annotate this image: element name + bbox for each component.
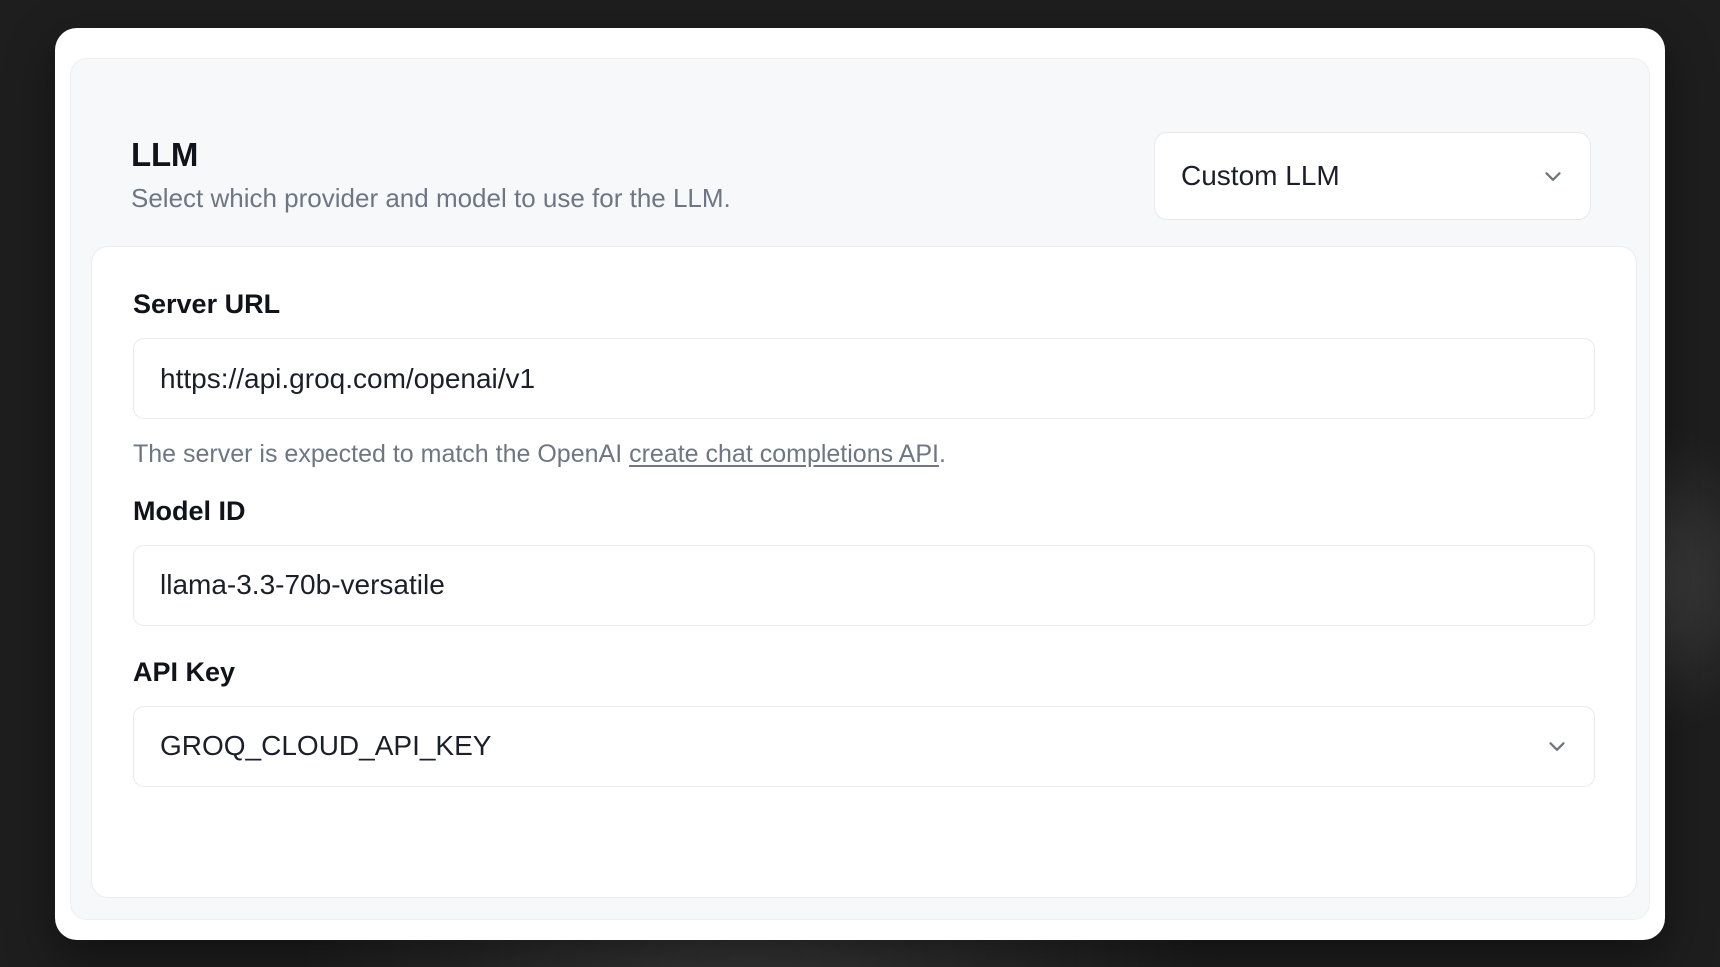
page-title: LLM	[131, 135, 199, 173]
model-id-label: Model ID	[133, 495, 246, 526]
llm-provider-select[interactable]: Custom LLM	[1154, 131, 1591, 220]
server-url-label: Server URL	[133, 289, 281, 319]
api-key-select[interactable]: GROQ_CLOUD_API_KEY	[133, 705, 1595, 787]
field-spacer	[133, 626, 1595, 659]
custom-llm-form: Server URL https://api.groq.com/openai/v…	[91, 246, 1637, 898]
server-url-help-prefix: The server is expected to match the Open…	[133, 440, 630, 468]
llm-header-text: LLM Select which provider and model to u…	[131, 138, 731, 214]
page-description: Select which provider and model to use f…	[131, 182, 731, 213]
model-id-input-value: llama-3.3-70b-versatile	[160, 569, 445, 600]
api-key-select-value: GROQ_CLOUD_API_KEY	[160, 730, 492, 761]
chevron-down-icon	[1544, 733, 1570, 759]
api-key-label: API Key	[133, 656, 236, 687]
chevron-down-icon	[1540, 163, 1566, 189]
model-id-input[interactable]: llama-3.3-70b-versatile	[133, 544, 1595, 626]
llm-settings-card: LLM Select which provider and model to u…	[55, 28, 1665, 940]
server-url-help-text: The server is expected to match the Open…	[133, 438, 1595, 471]
create-chat-completions-api-link[interactable]: create chat completions API	[629, 440, 939, 468]
server-url-input[interactable]: https://api.groq.com/openai/v1	[133, 338, 1595, 419]
server-url-field: Server URL https://api.groq.com/openai/v…	[133, 291, 1595, 471]
llm-panel-header: LLM Select which provider and model to u…	[71, 59, 1649, 246]
server-url-input-value: https://api.groq.com/openai/v1	[160, 362, 536, 394]
server-url-help-suffix: .	[938, 440, 946, 468]
model-id-field: Model ID llama-3.3-70b-versatile	[133, 495, 1595, 626]
llm-settings-panel: LLM Select which provider and model to u…	[70, 58, 1650, 920]
api-key-field: API Key GROQ_CLOUD_API_KEY	[133, 656, 1595, 787]
llm-provider-select-value: Custom LLM	[1181, 159, 1340, 191]
